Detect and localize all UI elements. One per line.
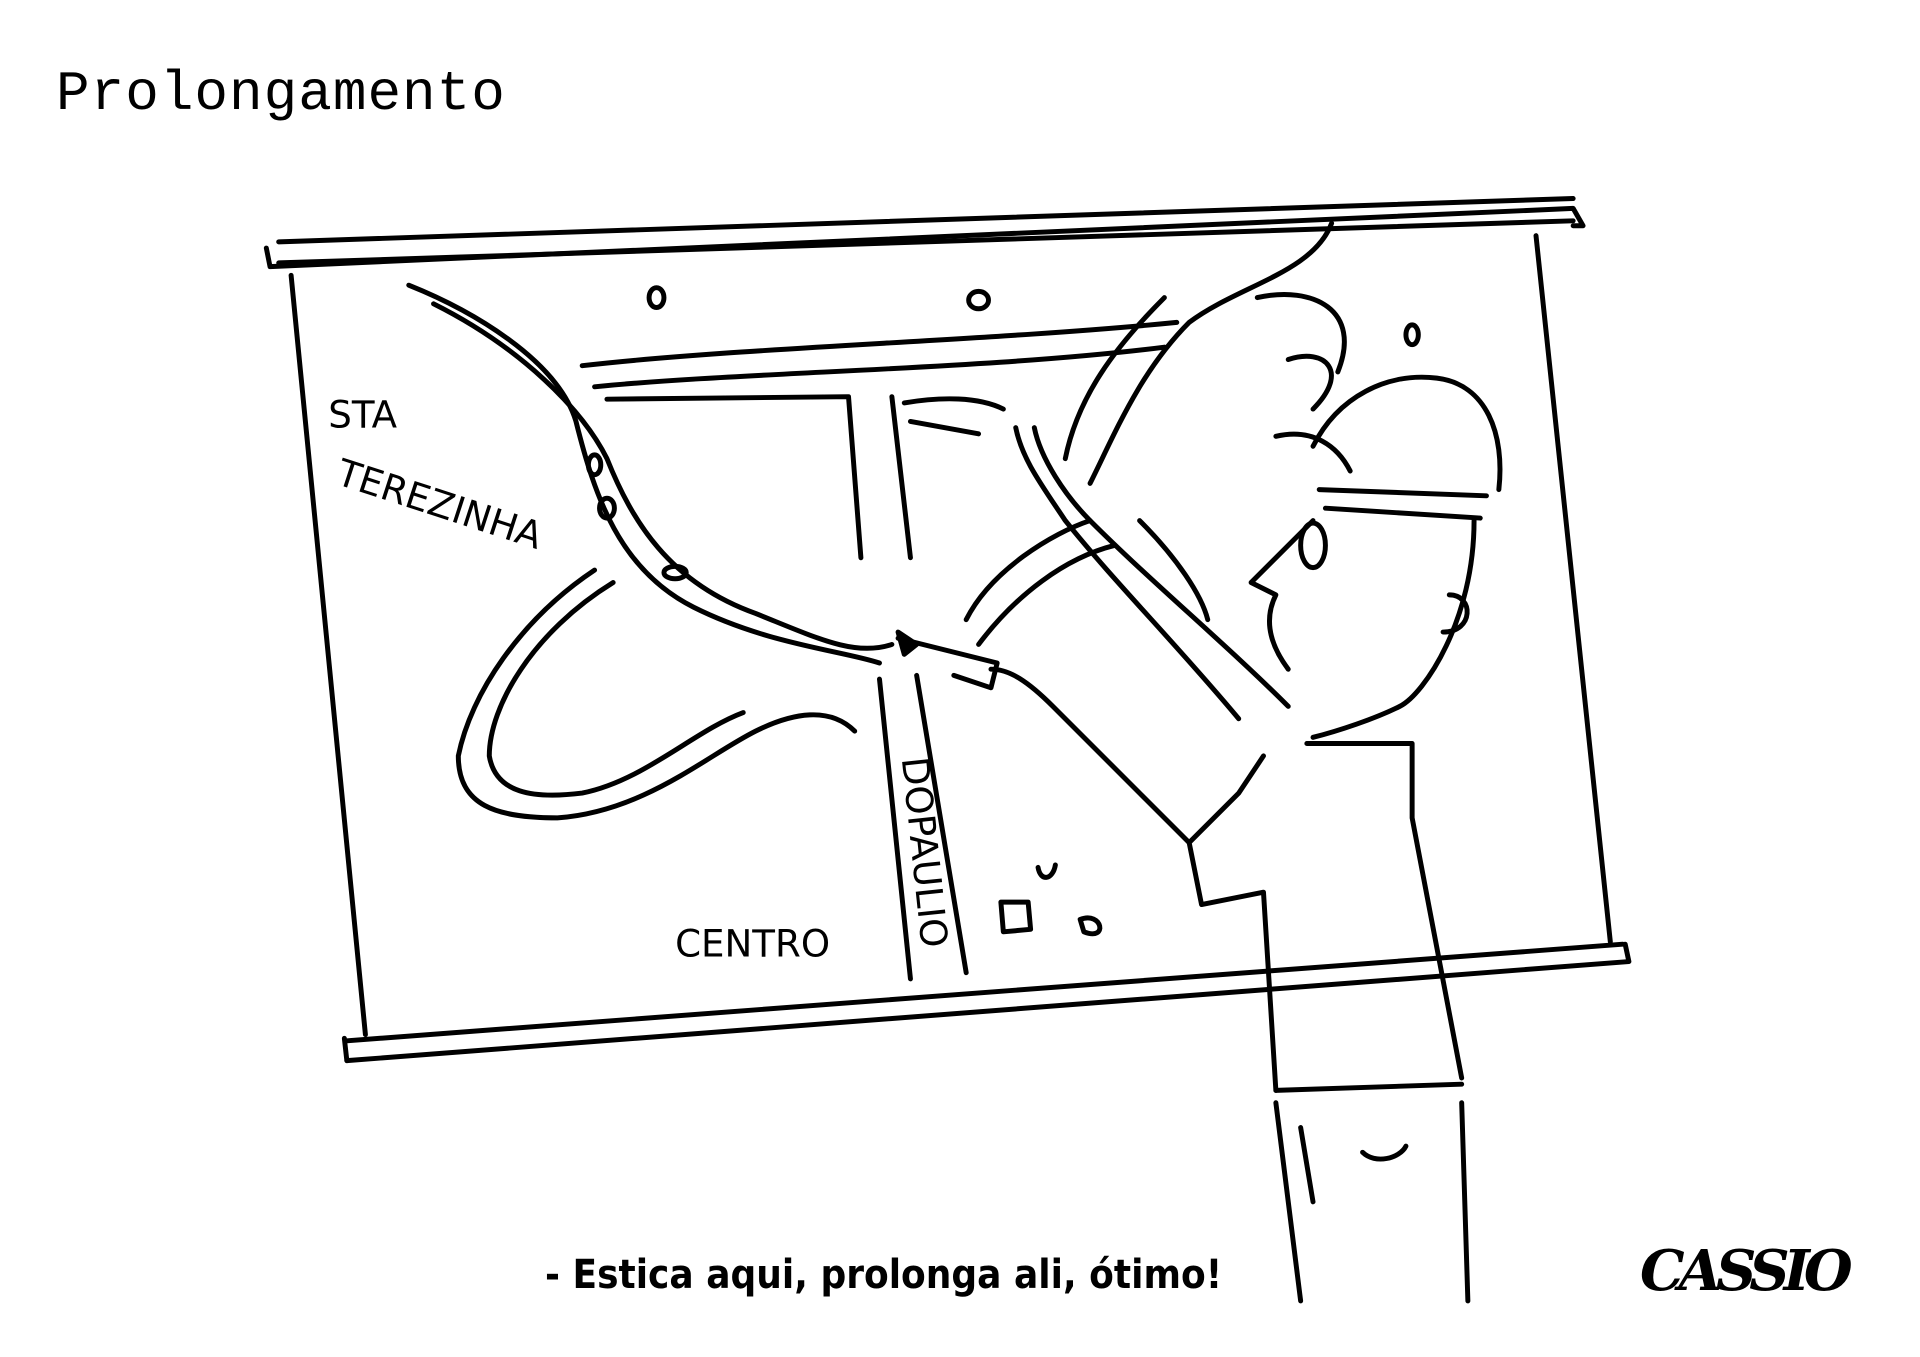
- label-terezinha: TEREZINHA: [331, 451, 548, 558]
- cartoon-title: Prolongamento: [56, 62, 506, 126]
- man-figure: [895, 374, 1503, 1304]
- map-board: [263, 196, 1632, 1064]
- label-sta: STA: [328, 394, 397, 437]
- label-centro: CENTRO: [675, 923, 830, 966]
- artist-signature: CASSIO: [1640, 1238, 1853, 1304]
- map-text: STA TEREZINHA CENTRO DOPAULIO: [328, 394, 955, 966]
- caption: - Estica aqui, prolonga ali, ótimo!: [545, 1252, 1223, 1298]
- map-roads: [406, 220, 1421, 982]
